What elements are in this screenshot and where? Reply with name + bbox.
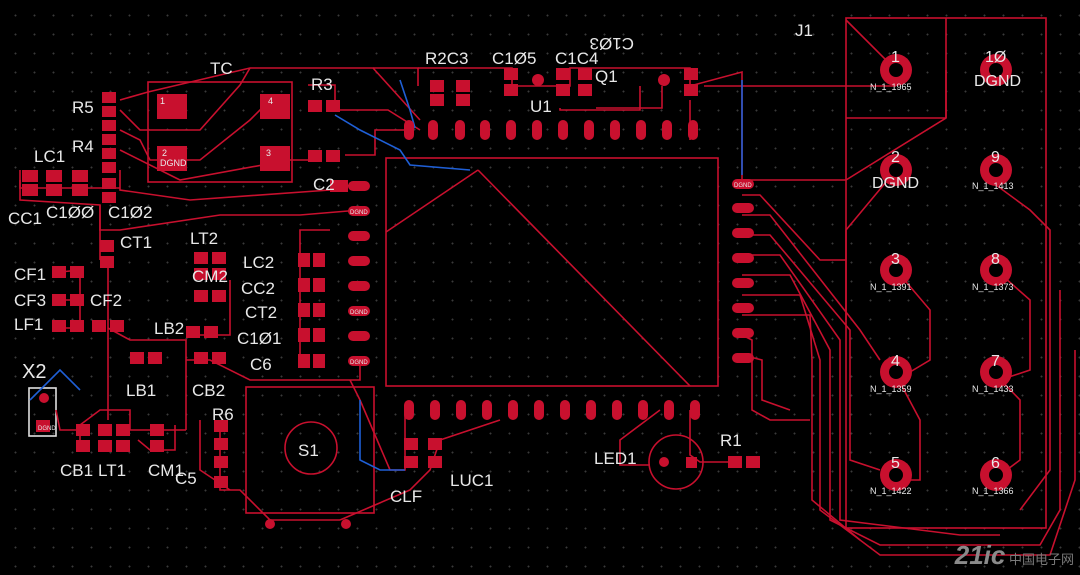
label-lb1: LB1 xyxy=(126,381,156,400)
label-lc2: LC2 xyxy=(243,253,274,272)
label-ct2: CT2 xyxy=(245,303,277,322)
svg-text:DGND: DGND xyxy=(974,73,1021,90)
watermark: 21ic 中国电子网 xyxy=(955,540,1074,571)
u1-pin1-marker xyxy=(477,169,691,387)
pad-net-labels: 1 4 2 3 DGND DGND DGND DGND DGND DGND xyxy=(38,96,752,432)
svg-text:N_1_1433: N_1_1433 xyxy=(972,384,1014,394)
label-r2c3: R2C3 xyxy=(425,49,468,68)
label-ct1: CT1 xyxy=(120,233,152,252)
silkscreen-labels: J1 TC R3 R5 R4 R2C3 C1Ø5 C1C4 C1Ø3 U1 Q1… xyxy=(8,21,813,506)
svg-text:9: 9 xyxy=(991,149,1000,166)
svg-text:N_1_1366: N_1_1366 xyxy=(972,486,1014,496)
label-r5: R5 xyxy=(72,98,94,117)
label-r3: R3 xyxy=(311,75,333,94)
svg-text:2: 2 xyxy=(891,149,900,166)
u1-left-pins xyxy=(348,181,370,366)
label-r1: R1 xyxy=(720,431,742,450)
label-u1: U1 xyxy=(530,97,552,116)
svg-text:3: 3 xyxy=(266,148,271,158)
j1-pin-net: N_1_1965 xyxy=(870,82,912,92)
label-cm2: CM2 xyxy=(192,267,228,286)
label-r4: R4 xyxy=(72,137,94,156)
label-lt1: LT1 xyxy=(98,461,126,480)
svg-text:N_1_1373: N_1_1373 xyxy=(972,282,1014,292)
label-c5: C5 xyxy=(175,469,197,488)
svg-text:N_1_1391: N_1_1391 xyxy=(870,282,912,292)
label-q1: Q1 xyxy=(595,67,618,86)
label-c101: C1Ø1 xyxy=(237,329,281,348)
label-lb2: LB2 xyxy=(154,319,184,338)
label-tc: TC xyxy=(210,59,233,78)
label-cc1: CC1 xyxy=(8,209,42,228)
svg-text:5: 5 xyxy=(891,455,900,472)
svg-text:3: 3 xyxy=(891,251,900,268)
label-lf1: LF1 xyxy=(14,315,43,334)
label-lt2: LT2 xyxy=(190,229,218,248)
u1-right-pins xyxy=(732,179,754,363)
svg-text:8: 8 xyxy=(991,251,1000,268)
svg-text:DGND: DGND xyxy=(38,426,56,432)
svg-text:DGND: DGND xyxy=(872,175,919,192)
label-cb2: CB2 xyxy=(192,381,225,400)
label-c103: C1Ø3 xyxy=(590,34,634,53)
j1-pads xyxy=(880,54,1012,491)
watermark-site: 中国电子网 xyxy=(1008,552,1074,567)
svg-text:1Ø: 1Ø xyxy=(985,49,1006,66)
svg-text:2: 2 xyxy=(162,148,167,158)
svg-text:DGND: DGND xyxy=(160,158,187,168)
bottom-layer-traces xyxy=(29,79,743,471)
label-x2: X2 xyxy=(22,361,46,383)
svg-text:N_1_1359: N_1_1359 xyxy=(870,384,912,394)
label-r6: R6 xyxy=(212,405,234,424)
label-cf2: CF2 xyxy=(90,291,122,310)
svg-text:4: 4 xyxy=(891,353,900,370)
label-c105: C1Ø5 xyxy=(492,49,536,68)
s1-outline xyxy=(245,386,375,514)
svg-text:DGND: DGND xyxy=(350,310,368,316)
label-s1: S1 xyxy=(298,441,319,460)
svg-text:N_1_1422: N_1_1422 xyxy=(870,486,912,496)
label-j1: J1 xyxy=(795,21,813,40)
svg-text:N_1_1413: N_1_1413 xyxy=(972,181,1014,191)
tc-outline xyxy=(147,81,293,183)
label-c6: C6 xyxy=(250,355,272,374)
label-cc2: CC2 xyxy=(241,279,275,298)
svg-text:DGND: DGND xyxy=(734,183,752,189)
svg-text:DGND: DGND xyxy=(350,360,368,366)
label-led1: LED1 xyxy=(594,449,637,468)
label-c1c4: C1C4 xyxy=(555,49,598,68)
u1-top-pins xyxy=(404,120,698,140)
label-cf3: CF3 xyxy=(14,291,46,310)
j1-pin-num: 1 xyxy=(891,49,900,66)
u1-outline xyxy=(385,157,719,387)
label-cb1: CB1 xyxy=(60,461,93,480)
svg-text:7: 7 xyxy=(991,353,1000,370)
label-luc1: LUC1 xyxy=(450,471,493,490)
label-c100: C1ØØ xyxy=(46,203,94,222)
label-lc1: LC1 xyxy=(34,147,65,166)
svg-text:6: 6 xyxy=(991,455,1000,472)
smd-pads xyxy=(22,68,760,529)
svg-text:1: 1 xyxy=(160,96,165,106)
svg-text:4: 4 xyxy=(268,96,273,106)
svg-text:DGND: DGND xyxy=(350,210,368,216)
label-c2: C2 xyxy=(313,175,335,194)
label-cm1: CM1 xyxy=(148,461,184,480)
watermark-brand: 21ic xyxy=(954,540,1006,570)
label-cf1: CF1 xyxy=(14,265,46,284)
label-clf: CLF xyxy=(390,487,422,506)
label-c102: C1Ø2 xyxy=(108,203,152,222)
traces xyxy=(19,17,1076,556)
j1-pin-labels: 1 N_1_1965 1Ø DGND 2 DGND 9 N_1_1413 3 N… xyxy=(870,49,1021,496)
u1-bottom-pins xyxy=(404,400,700,420)
